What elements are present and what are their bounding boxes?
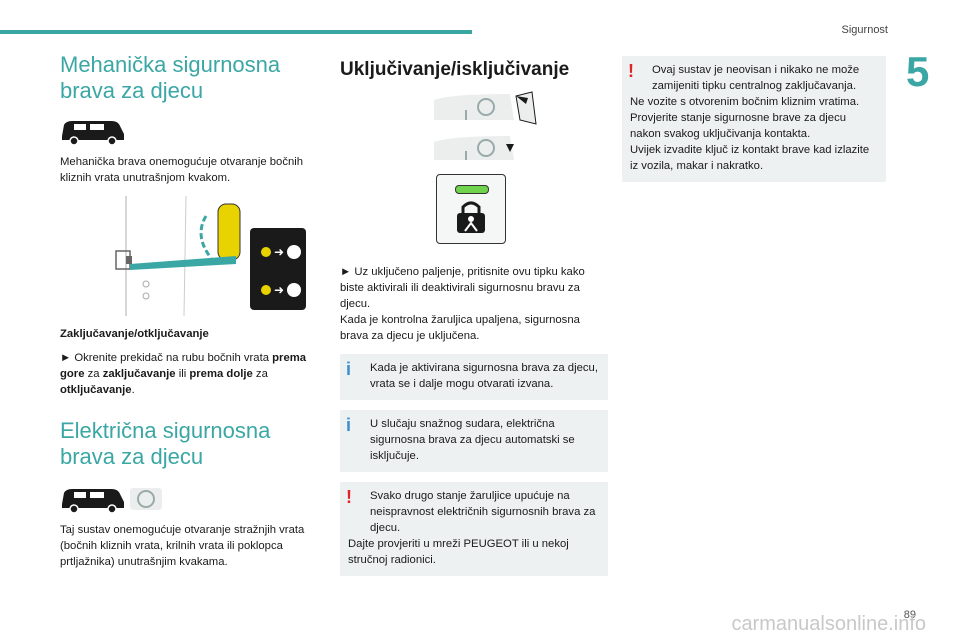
header-accent-bar: [0, 30, 472, 34]
column-3: ! Ovaj sustav je neovisan i nikako ne mo…: [622, 52, 886, 182]
lock-instruction: ► Okrenite prekidač na rubu bočnih vrata…: [60, 352, 307, 396]
section-heading-electric: Električna sigurnosna brava za djecu: [60, 418, 271, 469]
electric-description: Taj sustav onemogućuje otvaranje stražnj…: [60, 524, 305, 568]
column-2: Uključivanje/isključivanje ► Uz uključen…: [340, 52, 608, 576]
door-closed-icon: [434, 136, 514, 160]
info-icon: i: [346, 359, 352, 379]
warning-note-general: ! Ovaj sustav je neovisan i nikako ne mo…: [622, 56, 886, 182]
warning-note: ! Svako drugo stanje žaruljice upućuje n…: [340, 482, 608, 576]
door-lock-illustration: ➜ ➜: [66, 196, 306, 316]
van-icon: [62, 121, 124, 146]
info-note-1: i Kada je aktivirana sigurnosna brava za…: [340, 354, 608, 400]
chapter-number: 5: [906, 48, 930, 95]
warning-icon: !: [346, 487, 352, 507]
mechanical-description: Mehanička brava onemogućuje otvaranje bo…: [60, 156, 304, 184]
lamp-description: Kada je kontrolna žaruljica upaljena, si…: [340, 314, 580, 342]
svg-text:➜: ➜: [274, 245, 284, 259]
child-lock-button[interactable]: [436, 174, 506, 244]
indicator-lamp: [455, 185, 489, 194]
info-icon: i: [346, 415, 352, 435]
watermark: carmanualsonline.info: [731, 613, 926, 635]
van-steering-wheel-icon: [62, 488, 162, 514]
section-title: Sigurnost: [841, 24, 888, 36]
subheading-lock-unlock: Zaključavanje/otključavanje: [60, 328, 209, 340]
button-instruction: ► Uz uključeno paljenje, pritisnite ovu …: [340, 266, 585, 310]
svg-text:➜: ➜: [274, 283, 284, 297]
column-1: Mehanička sigurnosna brava za djecu Meha…: [60, 52, 328, 570]
door-open-icon: [434, 91, 537, 125]
page-number: 89: [903, 609, 916, 621]
section-heading-on-off: Uključivanje/isključivanje: [340, 59, 570, 80]
child-lock-icon: [457, 201, 485, 233]
info-note-2: i U slučaju snažnog sudara, električna s…: [340, 410, 608, 472]
warning-icon: !: [628, 61, 634, 81]
section-heading-mechanical: Mehanička sigurnosna brava za djecu: [60, 52, 281, 103]
